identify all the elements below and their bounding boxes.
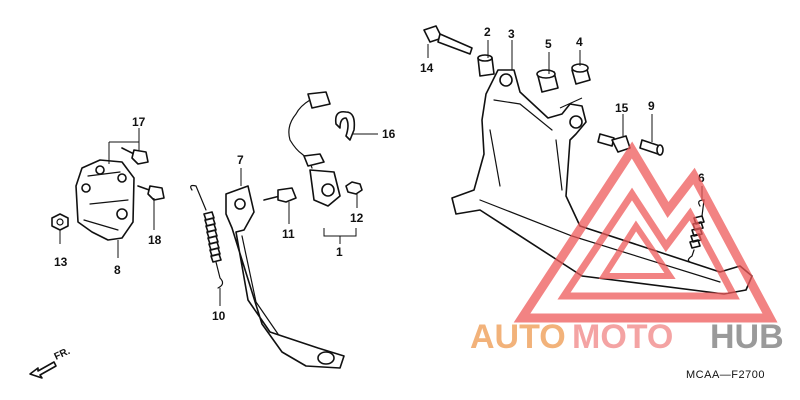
callout-17: 17 xyxy=(132,115,146,129)
callout-8: 8 xyxy=(114,263,121,277)
callout-16: 16 xyxy=(382,127,396,141)
callout-13: 13 xyxy=(54,255,68,269)
callout-1: 1 xyxy=(336,245,343,259)
callout-9: 9 xyxy=(648,99,655,113)
collar-2[interactable] xyxy=(477,54,495,77)
bushing-4[interactable] xyxy=(571,63,591,85)
callout-15: 15 xyxy=(615,101,629,115)
watermark-auto: AUTO xyxy=(470,318,566,356)
side-stand-switch-1[interactable] xyxy=(288,91,341,207)
bolt-18[interactable] xyxy=(137,185,165,201)
callout-14: 14 xyxy=(420,61,434,75)
bolt-17[interactable] xyxy=(121,147,149,165)
spring-10[interactable] xyxy=(190,184,224,289)
callout-7: 7 xyxy=(237,153,244,167)
callout-2: 2 xyxy=(484,25,491,39)
leader-lines xyxy=(59,40,703,306)
bolt-11[interactable] xyxy=(263,187,297,203)
callout-labels: 1 2 3 4 5 6 7 8 9 10 11 12 13 14 15 16 1… xyxy=(54,25,705,323)
step-bracket[interactable] xyxy=(75,159,135,241)
watermark-text: AUTO MOTO HUB xyxy=(470,318,784,356)
callout-10: 10 xyxy=(212,309,226,323)
clamp-16[interactable] xyxy=(334,110,356,141)
watermark-hub: HUB xyxy=(710,318,784,356)
callout-4: 4 xyxy=(576,35,583,49)
callout-3: 3 xyxy=(508,27,515,41)
main-stand-3[interactable] xyxy=(451,69,753,295)
nut-13[interactable] xyxy=(51,213,69,231)
callout-5: 5 xyxy=(545,37,552,51)
callout-6: 6 xyxy=(698,171,705,185)
bushing-5[interactable] xyxy=(536,69,559,93)
diagram-code: MCAA—F2700 xyxy=(686,369,765,381)
pin-9[interactable] xyxy=(639,139,664,156)
watermark-moto: MOTO xyxy=(572,318,673,356)
bolt-12[interactable] xyxy=(345,181,363,195)
front-direction-arrow: FR. xyxy=(29,346,72,379)
callout-11: 11 xyxy=(282,227,295,241)
callout-12: 12 xyxy=(350,211,364,225)
watermark-logo xyxy=(513,141,778,323)
bolt-14[interactable] xyxy=(423,25,473,55)
side-stand-7[interactable] xyxy=(225,185,345,369)
callout-18: 18 xyxy=(148,233,162,247)
bolt-15[interactable] xyxy=(597,133,631,153)
front-label: FR. xyxy=(53,346,72,363)
